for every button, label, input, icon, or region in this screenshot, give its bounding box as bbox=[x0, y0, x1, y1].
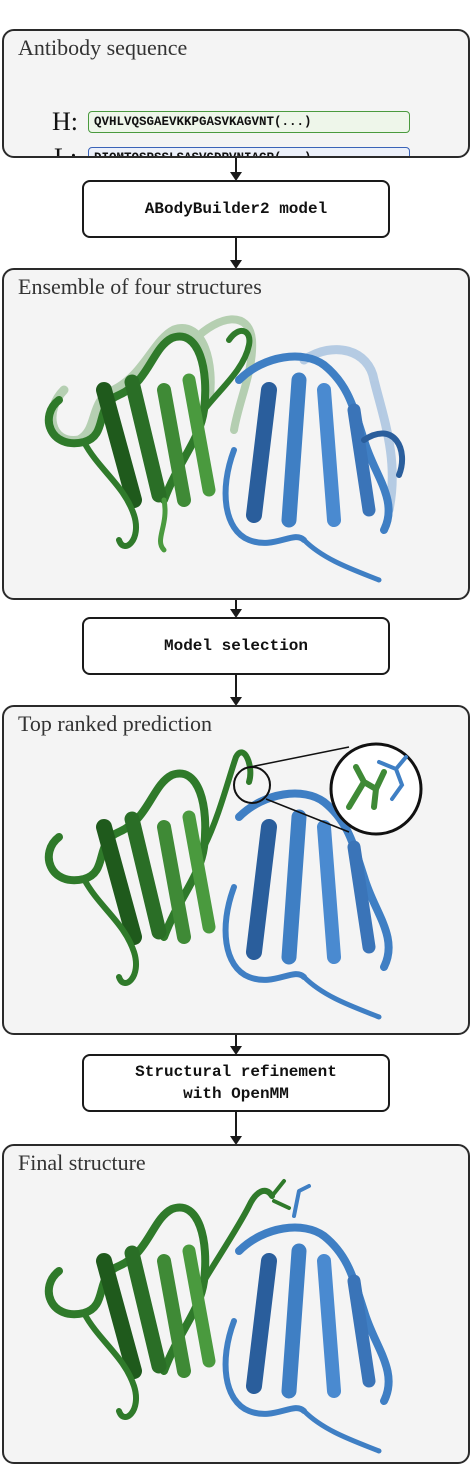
arrow-to-selection bbox=[230, 600, 242, 618]
arrow-to-model bbox=[230, 158, 242, 181]
light-chain-label: L: bbox=[54, 143, 78, 158]
arrow-to-final bbox=[230, 1112, 242, 1145]
clash-zoom-inset bbox=[233, 742, 423, 836]
model-selection-step: Model selection bbox=[82, 617, 390, 675]
structural-refinement-step: Structural refinement with OpenMM bbox=[82, 1054, 390, 1112]
arrow-to-refinement bbox=[230, 1035, 242, 1055]
top-ranked-structure-illustration bbox=[44, 742, 423, 1020]
panel-title-final: Final structure bbox=[18, 1150, 146, 1175]
light-chain-sequence: DIQMTQSPSSLSASVGDRVNIACR(...) bbox=[88, 147, 410, 156]
top-ranked-panel: Top ranked prediction bbox=[2, 705, 470, 1035]
antibody-sequence-panel: Antibody sequence H: QVHLVQSGAEVKKPGASVK… bbox=[2, 29, 470, 158]
panel-title-top-ranked: Top ranked prediction bbox=[18, 711, 212, 736]
light-chain-ribbon bbox=[235, 352, 393, 534]
arrow-to-top-ranked bbox=[230, 675, 242, 706]
abodybuilder2-model-step: ABodyBuilder2 model bbox=[82, 180, 390, 238]
final-structure-illustration bbox=[44, 1179, 393, 1454]
final-structure-panel: Final structure bbox=[2, 1144, 470, 1464]
panel-title-sequence: Antibody sequence bbox=[18, 35, 188, 60]
ensemble-panel: Ensemble of four structures bbox=[2, 268, 470, 600]
heavy-chain-label: H: bbox=[52, 107, 78, 136]
arrow-to-ensemble bbox=[230, 238, 242, 269]
heavy-chain-sequence: QVHLVQSGAEVKKPGASVKAGVNT(...) bbox=[88, 111, 410, 133]
ensemble-structure-illustration bbox=[44, 315, 406, 583]
panel-title-ensemble: Ensemble of four structures bbox=[18, 274, 262, 299]
